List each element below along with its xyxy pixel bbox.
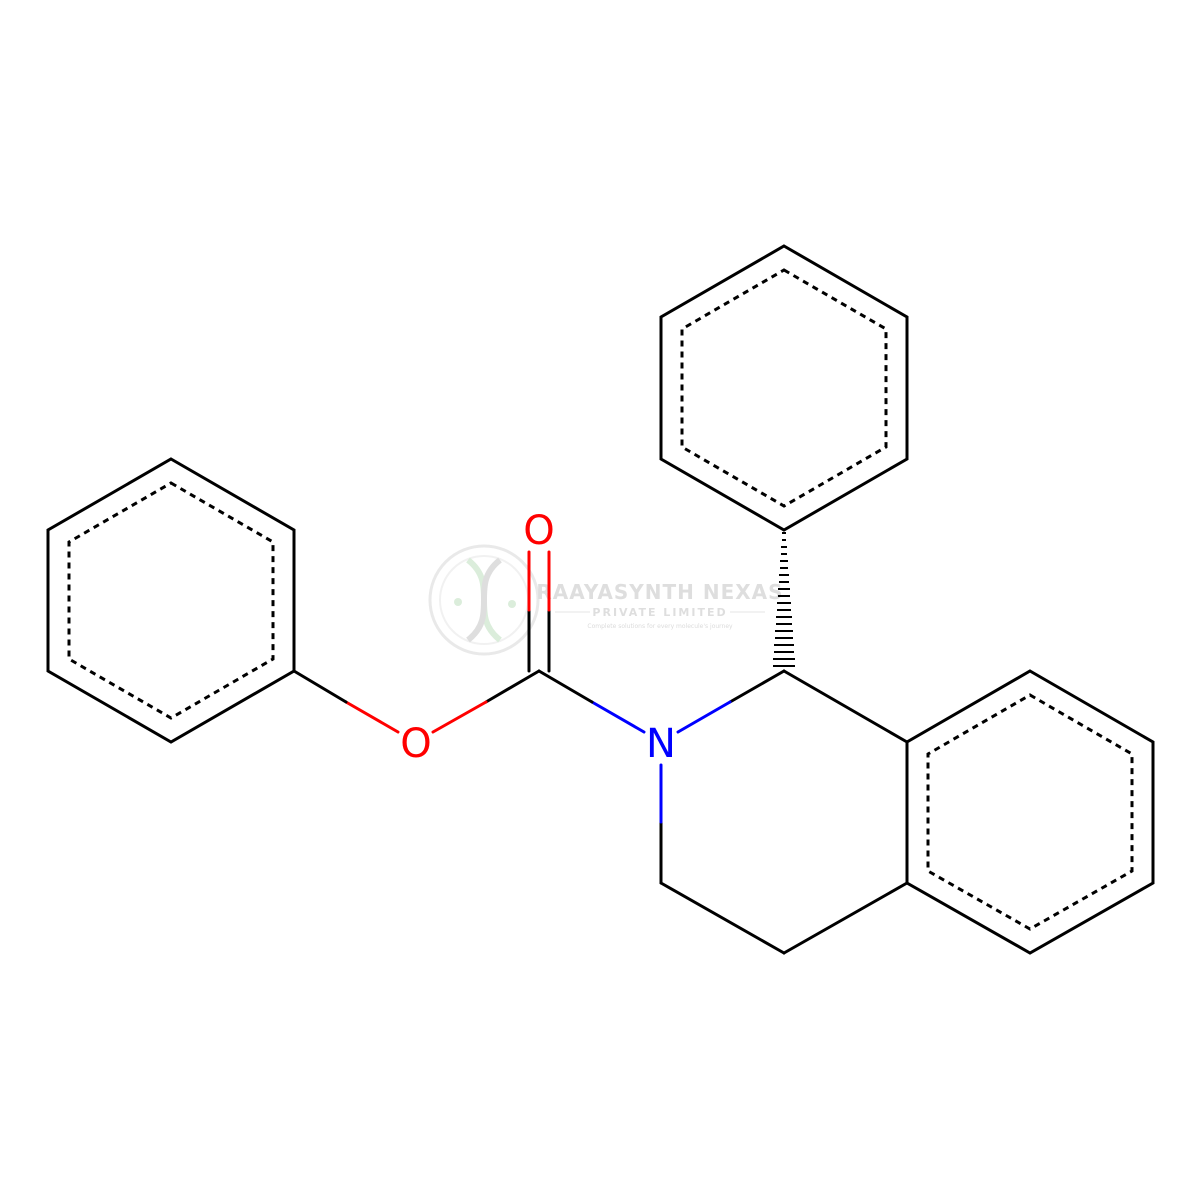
bond-c1-n xyxy=(728,669,786,704)
bond-c1-n-colored xyxy=(676,700,732,734)
dna-helix-logo xyxy=(428,544,540,656)
bond-n-carbonyl xyxy=(590,700,646,734)
bond-c4-c3 xyxy=(659,881,786,955)
watermark-subtitle: PRIVATE LIMITED xyxy=(592,606,727,619)
bond-c1-c8a xyxy=(782,669,909,744)
atom-nitrogen: N xyxy=(646,721,676,767)
bond-carbonyl-oester xyxy=(484,669,541,704)
bond-c4a-c4 xyxy=(782,881,909,955)
bond-oester-phenyl xyxy=(292,669,348,704)
carbamate-bonds xyxy=(292,550,646,734)
watermark: RAAYASYNTH NEXAS PRIVATE LIMITED Complet… xyxy=(428,544,783,656)
watermark-tagline: Complete solutions for every molecule's … xyxy=(587,623,733,630)
stereo-hash-wedge xyxy=(773,532,795,667)
bond-oester-phenyl-red xyxy=(344,700,400,734)
bond-carbonyl-oester-red xyxy=(431,700,488,734)
atom-ester-oxygen: O xyxy=(400,721,431,767)
bond-n-carbonyl-black xyxy=(537,669,594,704)
watermark-company: RAAYASYNTH NEXAS xyxy=(536,580,783,604)
atom-carbonyl-oxygen: O xyxy=(523,508,554,554)
benzo-ring xyxy=(905,669,1155,955)
saturated-ring-bonds xyxy=(659,669,909,955)
phenoxy-ring xyxy=(46,457,296,744)
phenyl-ring xyxy=(659,244,909,532)
